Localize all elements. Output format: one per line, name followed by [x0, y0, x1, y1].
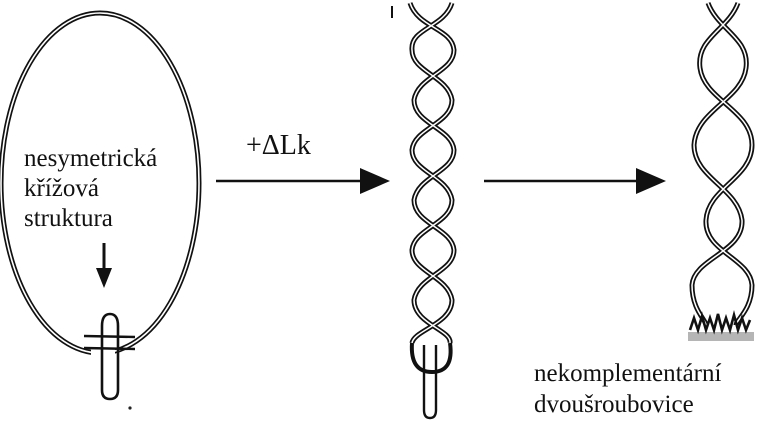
supercoil-cruciform-arm — [424, 345, 436, 418]
cruciform-pointer-arrow — [96, 243, 112, 288]
supercoiled-dna — [392, 3, 454, 418]
non-complementary-region — [688, 314, 754, 341]
arrow-cruciform-to-duplex — [484, 168, 666, 194]
arrow-add-supercoils — [216, 168, 390, 194]
label-noncomplementary-line2: dvoušroubovice — [534, 390, 694, 419]
label-delta-lk: +ΔLk — [246, 131, 311, 160]
label-cruciform-line3: struktura — [24, 204, 113, 233]
label-cruciform-line2: křížová — [24, 174, 99, 203]
label-noncomplementary-line1: nekomplementární — [534, 359, 721, 388]
supercoil-bottom-loop — [412, 343, 451, 372]
figure-eight-dna — [692, 3, 752, 325]
stray-dot — [128, 406, 131, 409]
label-cruciform-line1: nesymetrická — [24, 144, 157, 173]
